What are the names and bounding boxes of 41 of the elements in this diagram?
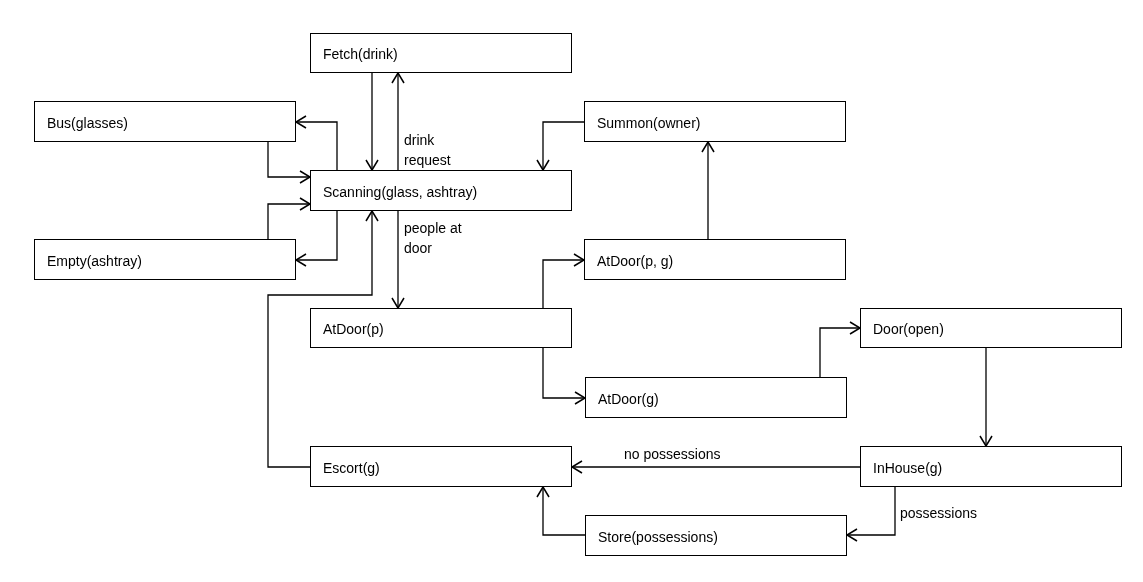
state-box <box>310 33 572 73</box>
state-box <box>585 377 847 418</box>
arrow <box>846 486 896 542</box>
arrow <box>701 141 715 240</box>
state-box <box>584 239 846 280</box>
state-box <box>310 446 572 487</box>
arrow <box>571 460 861 474</box>
arrow <box>536 121 585 171</box>
arrow <box>267 141 311 184</box>
state-name: Door(open) <box>873 321 945 339</box>
state-name: AtDoor(p, g) <box>597 252 675 271</box>
state-name: Store(possessions) <box>598 528 719 547</box>
state-name: AtDoor(p) <box>323 321 385 339</box>
state-box <box>585 515 847 556</box>
state-box <box>860 446 1122 487</box>
arrow <box>542 253 585 309</box>
arrow <box>391 210 405 309</box>
state-box <box>584 101 846 142</box>
state-name: Fetch(drink) <box>323 46 399 64</box>
state-name: Bus(glasses) <box>47 114 129 133</box>
state-box <box>310 170 572 211</box>
state-name: Summon(owner) <box>597 114 702 133</box>
state-box <box>310 308 572 348</box>
state-box <box>34 239 296 280</box>
arrow <box>267 197 311 240</box>
state-name: Empty(ashtray) <box>47 252 143 271</box>
state-box <box>860 308 1122 348</box>
arrow <box>819 321 861 378</box>
arrow <box>295 210 338 267</box>
arrow <box>391 72 405 171</box>
arrow <box>365 72 379 171</box>
arrow <box>536 486 586 536</box>
state-name: Escort(g) <box>323 459 381 478</box>
state-name: Scanning(glass, ashtray) <box>323 183 479 202</box>
arrow <box>295 115 338 171</box>
state-name: AtDoor(g) <box>598 390 660 409</box>
arrow <box>267 210 379 468</box>
arrow <box>979 347 993 447</box>
arrow <box>542 347 586 405</box>
state-box <box>34 101 296 142</box>
state-name: InHouse(g) <box>873 459 944 478</box>
